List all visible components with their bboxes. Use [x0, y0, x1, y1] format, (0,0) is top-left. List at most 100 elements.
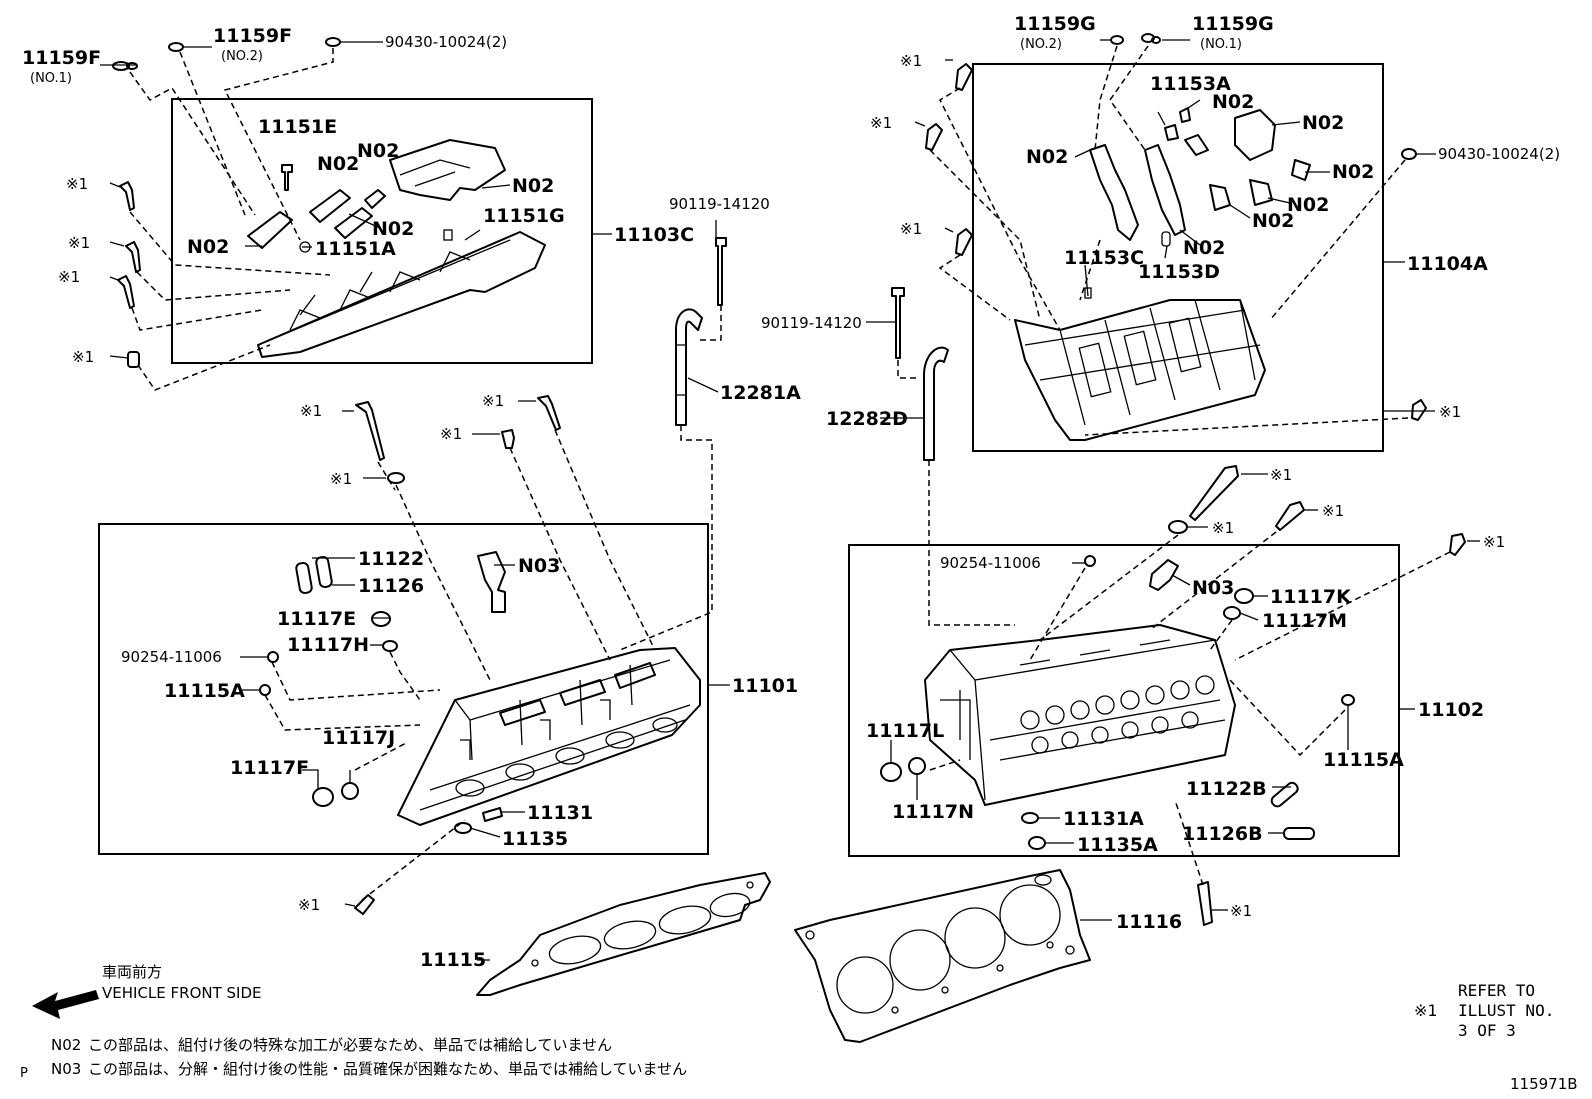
label-90119-right: 90119-14120: [761, 314, 862, 332]
engine-hanger-left-drawing: [619, 237, 727, 651]
label-11117E: 11117E: [277, 608, 356, 630]
ref-mark: ※1: [298, 896, 320, 914]
ref-mark: ※1: [482, 392, 504, 410]
ref-mark: ※1: [1322, 502, 1344, 520]
label-11159G-no1: 11159G: [1192, 13, 1274, 35]
label-11153A: 11153A: [1150, 73, 1231, 95]
ref-mark: ※1: [300, 402, 322, 420]
label-90430-left: 90430-10024(2): [385, 33, 507, 51]
label-11153C: 11153C: [1064, 247, 1144, 269]
label-11103C: 11103C: [614, 224, 694, 246]
label-n02-l: N02: [1183, 237, 1225, 259]
dashed-guides-left-lower: [264, 429, 656, 901]
frame-left-camshaft-housing: [171, 98, 593, 364]
label-n02-h: N02: [1026, 146, 1068, 168]
label-11159G-no2-sub: (NO.2): [1020, 37, 1062, 52]
reference-marks: ※1 ※1 ※1 ※1 ※1 ※1 ※1 ※1 ※1 ※1 ※1 ※1 ※1 ※…: [58, 52, 1505, 920]
head-gasket-right-drawing: [794, 869, 1091, 1043]
label-11151E: 11151E: [258, 116, 337, 138]
front-label-en: VEHICLE FRONT SIDE: [102, 984, 262, 1002]
ref-mark: ※1: [900, 52, 922, 70]
ref-mark: ※1: [72, 348, 94, 366]
label-11159G-no2: 11159G: [1014, 13, 1096, 35]
bolts-left-lower: [354, 395, 561, 915]
label-11102: 11102: [1418, 699, 1484, 721]
label-11126B: 11126B: [1182, 823, 1263, 845]
note-n03-code: N03: [51, 1060, 81, 1078]
label-n03-right: N03: [1192, 577, 1234, 599]
label-11135: 11135: [502, 828, 568, 850]
label-n02-j: N02: [1287, 194, 1329, 216]
label-11115A-left: 11115A: [164, 680, 245, 702]
label-11115A-right: 11115A: [1323, 749, 1404, 771]
label-11151G: 11151G: [483, 205, 565, 227]
bolts-left-upper: [112, 37, 341, 368]
label-12282D: 12282D: [826, 408, 908, 430]
illustration-number: 115971B: [1510, 1075, 1578, 1093]
vehicle-front-indicator: 車両前方 VEHICLE FRONT SIDE: [32, 963, 262, 1019]
dashed-guides-left-upper: [129, 48, 334, 391]
ref-mark: ※1: [330, 470, 352, 488]
label-n02-e: N02: [187, 236, 229, 258]
label-11159G-no1-sub: (NO.1): [1200, 37, 1242, 52]
refer-to-illustration: ※1 REFER TO ILLUST NO. 3 OF 3: [1414, 981, 1554, 1040]
label-90430-right: 90430-10024(2): [1438, 145, 1560, 163]
ref-mark: ※1: [1212, 519, 1234, 537]
engine-hanger-right-drawing: [891, 287, 1015, 626]
leader-lines: [100, 39, 1480, 961]
label-11122B: 11122B: [1186, 778, 1267, 800]
label-90254-right: 90254-11006: [940, 554, 1041, 572]
label-11159F-no1-sub: (NO.1): [30, 71, 72, 86]
label-11153D: 11153D: [1138, 261, 1220, 283]
dashed-guides-right-upper: [929, 45, 1409, 436]
note-n02-text: この部品は、組付け後の特殊な加工が必要なため、単品では補給していません: [88, 1036, 612, 1054]
label-11116: 11116: [1116, 911, 1182, 933]
label-11159F-no2: 11159F: [213, 25, 292, 47]
label-11159F-no2-sub: (NO.2): [221, 49, 263, 64]
label-90119-left: 90119-14120: [669, 195, 770, 213]
label-n02-b: N02: [357, 140, 399, 162]
label-11117K: 11117K: [1270, 586, 1352, 608]
frame-right-camshaft-housing: [972, 63, 1384, 452]
ref-mark: ※1: [1483, 533, 1505, 551]
label-11159F-no1: 11159F: [22, 47, 101, 69]
label-n02-f: N02: [1212, 91, 1254, 113]
camshaft-housing-left-drawing: [247, 139, 546, 358]
ref-mark: ※1: [58, 268, 80, 286]
head-gasket-left-drawing: [476, 872, 771, 996]
part-labels: 11159F (NO.1) 11159F (NO.2) 90430-10024(…: [22, 13, 1560, 971]
label-11101: 11101: [732, 675, 798, 697]
note-n03-text: この部品は、分解・組付け後の性能・品質確保が困難なため、単品では補給していません: [88, 1060, 687, 1078]
camshaft-housing-right-small-parts: [1084, 107, 1311, 299]
ref-mark: ※1: [66, 175, 88, 193]
ref-mark: ※1: [440, 425, 462, 443]
camshaft-housing-right-drawing: [1014, 299, 1266, 441]
label-11104A: 11104A: [1407, 253, 1488, 275]
label-11117N: 11117N: [892, 801, 974, 823]
label-11135A: 11135A: [1077, 834, 1158, 856]
label-11117F: 11117F: [230, 757, 309, 779]
frame-right-cylinder-head: [848, 544, 1400, 857]
cylinder-head-right-drawing: [924, 624, 1236, 806]
cylinder-head-left-drawing: [397, 647, 701, 826]
label-n02-c: N02: [512, 175, 554, 197]
label-n03-left: N03: [518, 555, 560, 577]
frame-left-cylinder-head: [98, 523, 709, 855]
label-n02-a: N02: [317, 153, 359, 175]
label-11131: 11131: [527, 802, 593, 824]
refer-line-1: REFER TO: [1458, 981, 1535, 1000]
notes: N02 この部品は、組付け後の特殊な加工が必要なため、単品では補給していません …: [20, 1036, 687, 1081]
label-11117J: 11117J: [322, 727, 395, 749]
label-n02-g: N02: [1302, 112, 1344, 134]
ref-mark: ※1: [1270, 466, 1292, 484]
label-11122: 11122: [358, 548, 424, 570]
refer-line-2: ILLUST NO.: [1458, 1001, 1554, 1020]
label-90254-left: 90254-11006: [121, 648, 222, 666]
note-n02-code: N02: [51, 1036, 81, 1054]
ref-mark: ※1: [900, 220, 922, 238]
bolts-right-lower: [1168, 465, 1466, 926]
ref-mark: ※1: [870, 114, 892, 132]
label-11117L: 11117L: [866, 720, 944, 742]
label-11151A: 11151A: [315, 238, 396, 260]
